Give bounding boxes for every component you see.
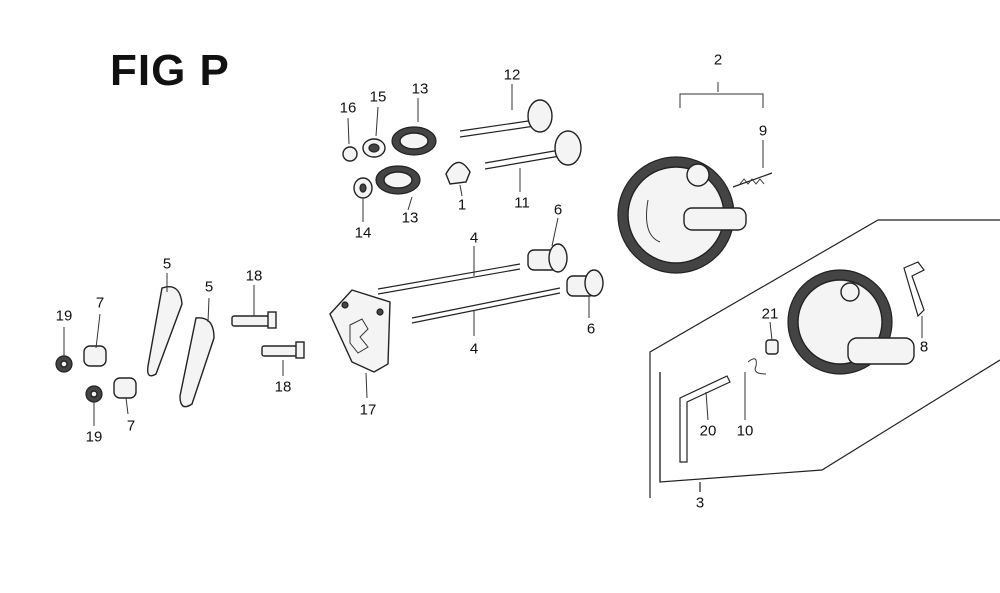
guide-plate-17 xyxy=(329,289,391,373)
callout-5-upper: 5 xyxy=(162,255,172,273)
leader-lines xyxy=(63,82,923,426)
push-rod-upper xyxy=(377,263,521,295)
callout-8: 8 xyxy=(919,338,929,356)
decomp-arm-8 xyxy=(903,261,925,318)
callout-17: 17 xyxy=(359,401,377,419)
callout-14: 14 xyxy=(354,224,372,242)
valve-11 xyxy=(484,130,582,170)
callout-18-upper: 18 xyxy=(245,267,263,285)
callout-21: 21 xyxy=(761,305,779,323)
tappet-upper xyxy=(527,243,568,273)
pivot-bolt-lower xyxy=(261,341,305,359)
callout-20: 20 xyxy=(699,422,717,440)
callout-3: 3 xyxy=(695,494,705,512)
hex-key-20 xyxy=(679,375,731,463)
callout-2: 2 xyxy=(713,51,723,69)
washer-14 xyxy=(353,177,373,199)
callout-7-upper: 7 xyxy=(95,294,105,312)
callout-9: 9 xyxy=(758,122,768,140)
spring-pin-9 xyxy=(732,172,773,188)
valve-seal-1 xyxy=(445,161,471,185)
callout-11: 11 xyxy=(514,194,530,212)
pivot-bolt-upper xyxy=(231,311,277,329)
push-rod-lower xyxy=(411,287,561,324)
callout-15: 15 xyxy=(369,88,387,106)
camshaft-gear-inset xyxy=(787,269,915,375)
valve-spring-upper xyxy=(391,126,437,156)
spring-10 xyxy=(747,358,767,375)
valve-12 xyxy=(459,99,553,138)
callout-13-upper: 13 xyxy=(411,80,429,98)
callout-5-lower: 5 xyxy=(204,278,214,296)
callout-6-upper: 6 xyxy=(553,201,563,219)
sleeve-7-upper xyxy=(83,345,107,367)
cotter-16 xyxy=(342,146,358,162)
figure-title: FIG P xyxy=(110,46,230,95)
callout-16: 16 xyxy=(339,99,357,117)
callout-13-lower: 13 xyxy=(401,209,419,227)
rocker-arm-upper xyxy=(146,286,183,377)
valve-spring-lower xyxy=(375,165,421,195)
callout-10: 10 xyxy=(736,422,754,440)
callout-1: 1 xyxy=(457,196,467,214)
sleeve-7-lower xyxy=(113,377,137,399)
callout-12: 12 xyxy=(503,66,521,84)
callout-19-lower: 19 xyxy=(85,428,103,446)
callout-4-lower: 4 xyxy=(469,340,479,358)
rocker-arm-lower xyxy=(179,317,215,408)
camshaft-gear-2 xyxy=(617,156,747,274)
callout-7-lower: 7 xyxy=(126,417,136,435)
nut-19-lower xyxy=(85,385,103,403)
callout-4-upper: 4 xyxy=(469,229,479,247)
tappet-lower xyxy=(566,269,604,297)
retainer-15 xyxy=(362,138,386,158)
weight-21 xyxy=(765,339,779,355)
callout-18-lower: 18 xyxy=(274,378,292,396)
nut-19-upper xyxy=(55,355,73,373)
callout-6-lower: 6 xyxy=(586,320,596,338)
callout-19-upper: 19 xyxy=(55,307,73,325)
inset-boundary xyxy=(649,219,1000,498)
